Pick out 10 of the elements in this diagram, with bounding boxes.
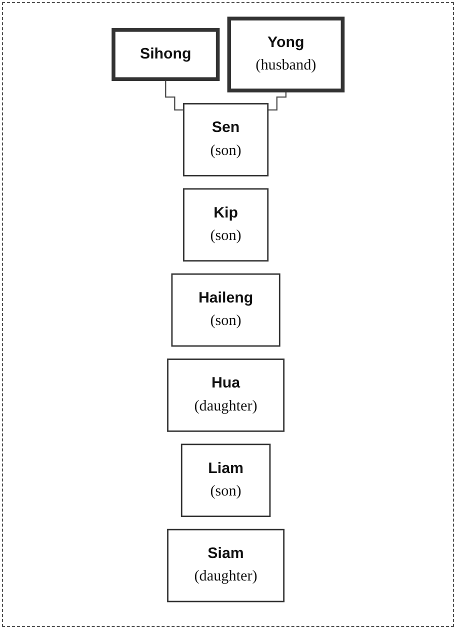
node-box: Hua (daughter) bbox=[166, 358, 284, 432]
node-box: Sen (son) bbox=[182, 103, 268, 176]
node-box: Kip (son) bbox=[182, 188, 268, 262]
node-box: Yong (husband) bbox=[227, 16, 344, 92]
connector bbox=[268, 90, 286, 110]
node-box: Liam (son) bbox=[180, 444, 271, 518]
node-box: Sihong bbox=[112, 28, 220, 82]
node-box: Haileng (son) bbox=[171, 273, 280, 347]
node-box: Siam (daughter) bbox=[166, 528, 284, 602]
connector bbox=[164, 78, 184, 110]
